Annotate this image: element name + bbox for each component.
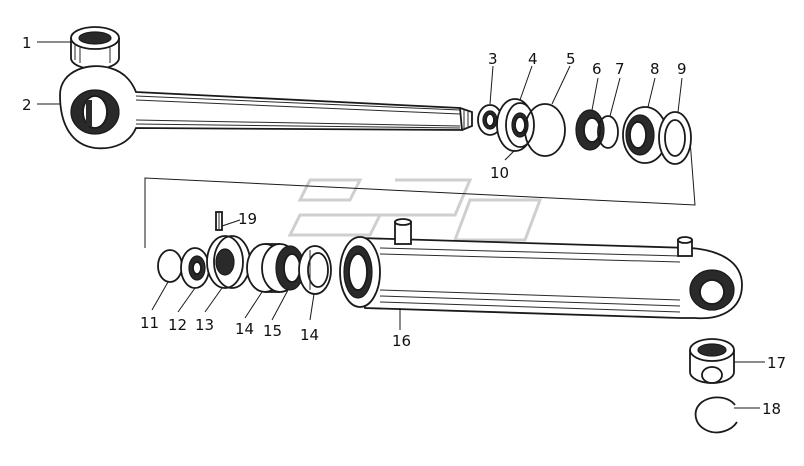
label-part-7: 7 [615, 60, 625, 78]
label-part-3: 3 [488, 50, 498, 68]
part-end-ring [658, 111, 692, 165]
label-part-18: 18 [762, 400, 781, 418]
part-guide-sleeve [622, 106, 668, 164]
label-part-13: 13 [195, 316, 214, 334]
label-part-1: 1 [22, 34, 32, 52]
label-part-2: 2 [22, 96, 32, 114]
part-seal-ring [275, 245, 305, 291]
label-part-17: 17 [767, 354, 786, 372]
part-snap-ring [157, 249, 183, 283]
label-part-16: 16 [392, 332, 411, 350]
part-pin [215, 211, 223, 231]
leader-lines [37, 41, 765, 409]
label-part-6: 6 [592, 60, 602, 78]
part-bushing-top [70, 26, 120, 70]
label-part-11: 11 [140, 314, 159, 332]
part-circlip [694, 396, 738, 434]
part-piston [496, 98, 535, 152]
part-o-ring [524, 103, 566, 157]
label-part-9: 9 [677, 60, 687, 78]
label-part-10: 10 [490, 164, 509, 182]
part-bushing-lower [689, 338, 735, 384]
label-part-4: 4 [528, 50, 538, 68]
label-part-12: 12 [168, 316, 187, 334]
label-part-19: 19 [238, 210, 257, 228]
label-part-14-left: 14 [235, 320, 254, 338]
part-piston-rod [59, 65, 473, 150]
part-bushing-right [298, 245, 332, 295]
label-part-5: 5 [566, 50, 576, 68]
label-part-8: 8 [650, 60, 660, 78]
part-nut [477, 104, 503, 136]
label-part-14-right: 14 [300, 326, 319, 344]
label-part-15: 15 [263, 322, 282, 340]
part-ring [597, 115, 619, 149]
part-washer [180, 247, 210, 289]
assembly-path-line [144, 139, 696, 248]
part-gland [206, 235, 251, 289]
part-seal [575, 109, 605, 151]
part-cylinder-barrel [339, 218, 743, 320]
